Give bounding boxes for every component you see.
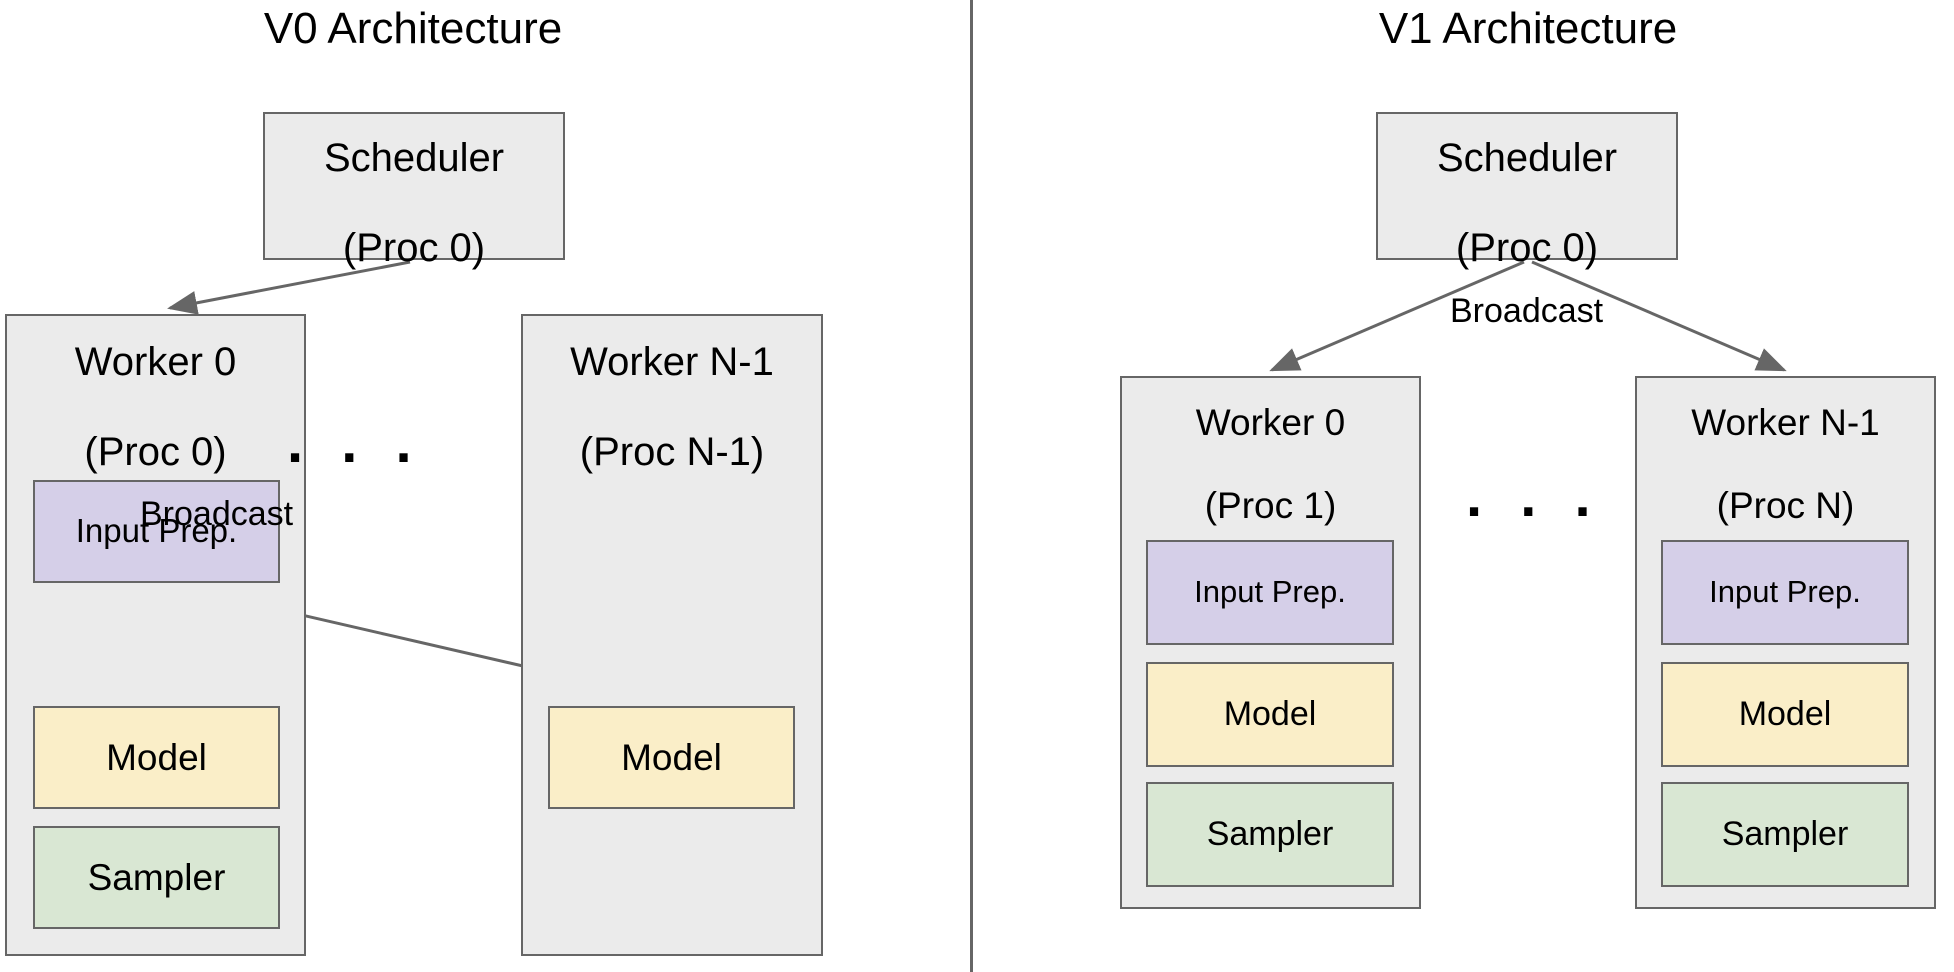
v1-worker-n-input-prep[interactable]: Input Prep. (1661, 540, 1909, 645)
v0-worker-n-line2: (Proc N-1) (579, 429, 765, 474)
v0-worker-n-box[interactable]: Worker N-1 (Proc N-1) (521, 314, 823, 956)
v1-worker-0-sampler[interactable]: Sampler (1146, 782, 1394, 887)
v0-worker-0-label: Worker 0 (Proc 0) (7, 340, 304, 474)
v0-broadcast-label: Broadcast (140, 495, 294, 533)
v1-scheduler-label: Scheduler (Proc 0) (1378, 136, 1676, 270)
v0-scheduler-box[interactable]: Scheduler (Proc 0) (263, 112, 565, 270)
v1-worker-0-input-prep[interactable]: Input Prep. (1146, 540, 1394, 645)
v1-worker-n-label: Worker N-1 (Proc N) (1637, 402, 1934, 526)
v0-worker-0-line1: Worker 0 (74, 340, 237, 384)
page-title-v0: V0 Architecture (263, 4, 563, 53)
v1-scheduler-box[interactable]: Scheduler (Proc 0) (1376, 112, 1678, 270)
panel-divider (970, 0, 973, 972)
v0-worker-n-model[interactable]: Model (548, 706, 795, 809)
v0-worker-0-input-prep[interactable]: Input Prep. (33, 480, 280, 583)
v1-worker-0-line2: (Proc 1) (1204, 484, 1337, 526)
v1-worker-0-label: Worker 0 (Proc 1) (1122, 402, 1419, 526)
v0-scheduler-line2: (Proc 0) (342, 225, 486, 270)
v1-worker-0-line1: Worker 0 (1195, 402, 1346, 443)
v1-worker-0-model[interactable]: Model (1146, 662, 1394, 767)
v0-worker-n-label: Worker N-1 (Proc N-1) (523, 340, 821, 474)
v0-scheduler-label: Scheduler (Proc 0) (265, 136, 563, 270)
v1-worker-n-sampler[interactable]: Sampler (1661, 782, 1909, 887)
v1-broadcast-label: Broadcast (1450, 292, 1604, 330)
v0-worker-0-sampler[interactable]: Sampler (33, 826, 280, 929)
v1-scheduler-line1: Scheduler (1436, 136, 1618, 180)
v1-ellipsis: . . . (1466, 464, 1602, 529)
v1-worker-n-line1: Worker N-1 (1691, 402, 1880, 443)
v0-worker-0-model[interactable]: Model (33, 706, 280, 809)
page-title-v1: V1 Architecture (1378, 4, 1678, 53)
v0-worker-0-line2: (Proc 0) (84, 429, 227, 474)
v1-worker-n-line2: (Proc N) (1716, 484, 1855, 526)
v0-scheduler-line1: Scheduler (323, 136, 505, 180)
v1-scheduler-line2: (Proc 0) (1455, 225, 1599, 270)
v0-ellipsis: . . . (287, 410, 423, 475)
v0-worker-n-line1: Worker N-1 (570, 340, 774, 384)
v1-worker-n-model[interactable]: Model (1661, 662, 1909, 767)
